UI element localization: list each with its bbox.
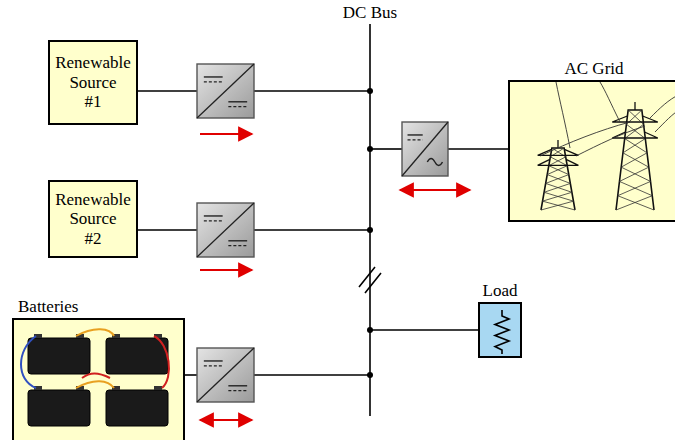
pylon — [538, 140, 579, 210]
wire — [370, 148, 402, 150]
node-label: Renewable Source #1 — [51, 53, 135, 112]
wire — [185, 374, 197, 376]
battery-cell — [28, 390, 90, 426]
power-flow-arrow — [400, 189, 470, 191]
node-label: Renewable Source #2 — [51, 190, 135, 249]
resistor-illustration — [480, 304, 524, 360]
power-flow-arrow — [200, 133, 252, 135]
node-heading: Load — [483, 281, 518, 301]
bus-break-mark — [359, 267, 381, 293]
power-line — [576, 126, 645, 156]
bus-label: DC Bus — [343, 3, 397, 23]
wire — [370, 329, 478, 331]
battery-cell — [28, 338, 90, 374]
wire — [254, 229, 370, 231]
power-line — [556, 82, 570, 148]
power-line — [650, 94, 675, 118]
wires — [138, 24, 508, 416]
node-heading: AC Grid — [564, 59, 623, 79]
source-box: Renewable Source #2 — [48, 180, 138, 258]
battery-box: Batteries — [12, 318, 185, 440]
battery-cable — [76, 329, 114, 336]
battery-cell — [106, 390, 168, 426]
junction-dot — [367, 88, 373, 94]
pylons-illustration — [510, 82, 675, 224]
battery-cable — [154, 336, 169, 388]
wire — [254, 90, 370, 92]
battery-cable — [82, 374, 110, 379]
power-line — [655, 108, 675, 132]
battery-cable — [21, 336, 36, 388]
junction-dot — [367, 327, 373, 333]
load-box: Load — [478, 302, 522, 358]
dc-dc-converter-symbol — [197, 64, 254, 118]
dc-dc-converter-symbol — [197, 348, 254, 402]
wire — [138, 229, 197, 231]
power-flow-arrow — [200, 419, 252, 421]
batteries-illustration — [14, 320, 187, 440]
power-flow-arrow — [200, 269, 252, 271]
wire — [448, 148, 508, 150]
junction-dot — [367, 227, 373, 233]
source-box: Renewable Source #1 — [48, 40, 138, 125]
power-line — [540, 122, 630, 156]
junction-dot — [367, 372, 373, 378]
dc-bus-line — [369, 292, 371, 416]
node-heading: Batteries — [18, 297, 78, 317]
dc-dc-converter-symbol — [197, 203, 254, 257]
power-line — [600, 82, 620, 122]
grid-box: AC Grid — [508, 80, 675, 222]
battery-cable — [76, 381, 114, 388]
battery-cell — [106, 338, 168, 374]
pylon — [612, 102, 658, 210]
wire — [254, 374, 370, 376]
wire — [138, 90, 197, 92]
junction-dot — [367, 146, 373, 152]
inverter-symbol — [402, 122, 448, 176]
resistor-symbol — [495, 310, 509, 354]
